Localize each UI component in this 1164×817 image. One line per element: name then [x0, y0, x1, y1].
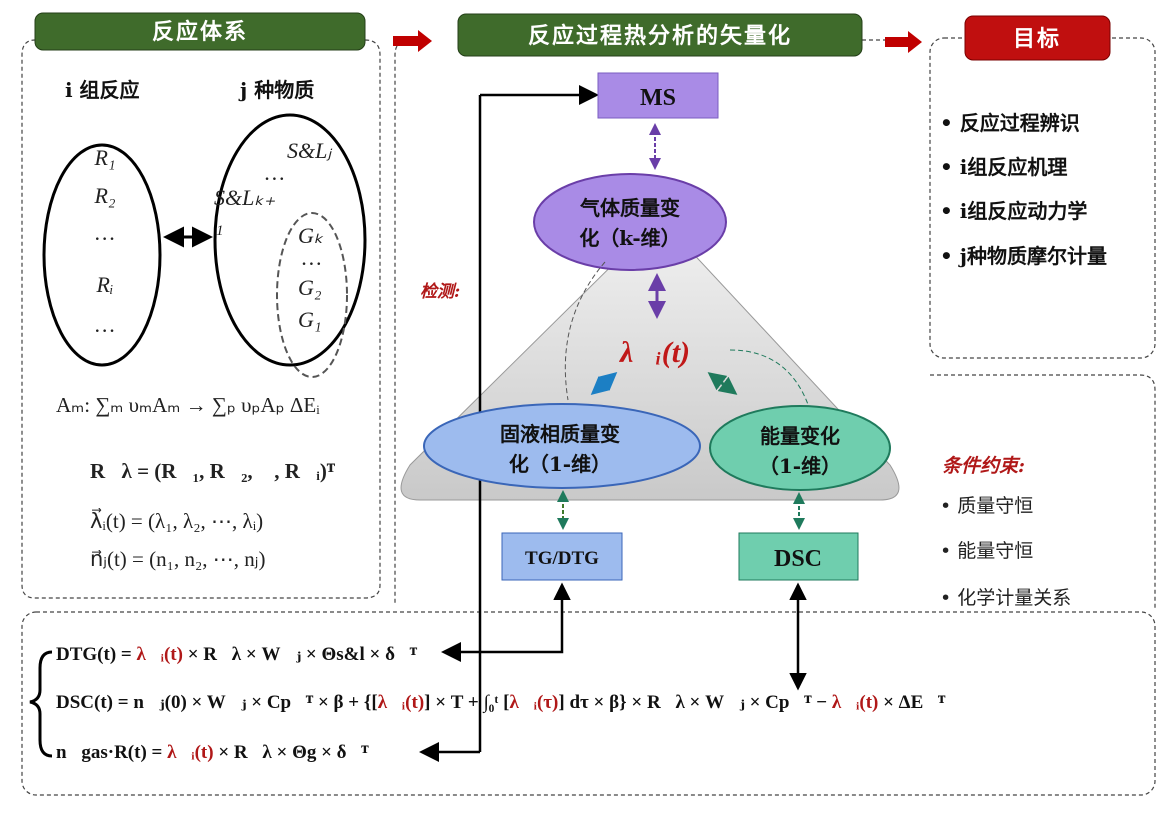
- left-panel-border: [21, 39, 381, 599]
- ms-box: [597, 72, 719, 119]
- energy-change-ellipse: [709, 405, 891, 491]
- goal-item: • 反应过程辨识: [940, 111, 1080, 135]
- red-arrow-icon: [393, 30, 432, 52]
- lambda-label: λ⃗ᵢ(t): [618, 336, 690, 369]
- species-item: G₂: [298, 275, 322, 300]
- dashed-curve: [729, 349, 811, 411]
- species-item: …: [265, 160, 285, 185]
- reaction-item: …: [95, 220, 115, 245]
- equation-term: × R⃗λ × W⃗ⱼ × Θs&l × δ⃗ᵀ: [183, 644, 418, 665]
- reactions-list: R₁ R₂ … Rᵢ …: [93, 145, 115, 337]
- goal-item: • i组反应机理: [940, 155, 1067, 179]
- header-goals-label: 目标: [1013, 26, 1061, 52]
- header-goals: [964, 15, 1111, 61]
- equation-term: × R⃗λ × Θg × δ⃗ᵀ: [214, 742, 370, 763]
- ms-label: MS: [640, 85, 676, 111]
- goals-list: • 反应过程辨识 • i组反应机理 • i组反应动力学 • j种物质摩尔计量: [940, 111, 1107, 268]
- goal-item: • j种物质摩尔计量: [940, 244, 1107, 268]
- header-reaction-system-label: 反应体系: [152, 19, 248, 45]
- equation-term: ] × T + ∫₀ᵗ [: [424, 692, 509, 714]
- gas-equation: n⃗gas·R(t) = λ⃗ᵢ(t) × R⃗λ × Θg × δ⃗ᵀ: [56, 742, 369, 763]
- species-vector-equation: n⃗ⱼ(t) = (n₁, n₂, ⋯, nⱼ): [90, 547, 265, 571]
- dashed-curve: [564, 261, 606, 401]
- constraints-panel-border: [930, 374, 1156, 610]
- reaction-equation: Aₘ: ∑ₘ υₘAₘ → ∑ₚ υₚAₚ ΔEᵢ: [56, 393, 320, 417]
- header-reaction-system: [34, 12, 366, 51]
- header-vectorization: [457, 13, 863, 57]
- equation-term: ] dτ × β} × R⃗λ × W⃗ⱼ × Cp⃗ᵀ −: [558, 692, 832, 713]
- species-ellipse: [213, 113, 367, 367]
- equations-panel-border: [21, 611, 1156, 796]
- goal-item: • i组反应动力学: [940, 199, 1087, 223]
- species-item: …: [302, 245, 322, 270]
- species-item: Gₖ: [298, 223, 324, 248]
- energy-change-line2: （1-维）: [759, 454, 841, 478]
- equation-term: DTG(t) =: [56, 644, 136, 665]
- species-item: G₁: [298, 307, 322, 332]
- energy-change-line1: 能量变化: [760, 424, 840, 448]
- reaction-item: R₁: [93, 145, 115, 170]
- equation-term: DSC(t) = n⃗ⱼ(0) × W⃗ⱼ × Cp⃗ᵀ × β + {[: [56, 692, 378, 713]
- solid-liquid-line2: 化（1-维）: [509, 452, 611, 476]
- tg-dtg-label: TG/DTG: [525, 548, 599, 569]
- reaction-item: …: [95, 312, 115, 337]
- lambda-term: λ⃗ᵢ(t): [136, 644, 182, 665]
- green-double-arrow-icon: [707, 372, 738, 395]
- column-label-i: i 组反应: [65, 78, 140, 102]
- species-item: S&Lⱼ: [287, 138, 332, 163]
- red-arrow-icon: [885, 31, 922, 53]
- solid-liquid-line1: 固液相质量变: [500, 422, 620, 446]
- header-vectorization-label: 反应过程热分析的矢量化: [528, 23, 792, 49]
- equation-term: × ΔE⃗ᵀ: [878, 692, 946, 713]
- solid-liquid-mass-change-ellipse: [423, 403, 701, 489]
- dsc-equation: DSC(t) = n⃗ⱼ(0) × W⃗ⱼ × Cp⃗ᵀ × β + {[λ⃗ᵢ…: [56, 692, 946, 714]
- dsc-box: [738, 532, 859, 581]
- equation-term: n⃗gas·R(t) =: [56, 742, 167, 763]
- species-item: 1: [216, 223, 224, 239]
- constraint-item: • 能量守恒: [940, 540, 1033, 562]
- species-list: S&Lⱼ … S&Lₖ₊ 1 Gₖ … G₂ G₁: [214, 138, 332, 332]
- reaction-vector-equation: R⃗λ = (R⃗₁, R⃗₂, ⋯, R⃗ᵢ)ᵀ: [90, 459, 336, 483]
- lambda-term: λ⃗ᵢ(τ): [509, 692, 558, 713]
- species-item: S&Lₖ₊: [214, 185, 276, 210]
- lambda-term: λ⃗ᵢ(t): [378, 692, 424, 713]
- dashed-panels: [21, 37, 1156, 796]
- tg-connector: [441, 582, 571, 662]
- lambda-vector-equation: λ⃗ᵢ(t) = (λ₁, λ₂, ⋯, λᵢ): [90, 508, 263, 533]
- dtg-equation: DTG(t) = λ⃗ᵢ(t) × R⃗λ × W⃗ⱼ × Θs&l × δ⃗ᵀ: [56, 644, 418, 665]
- detect-label: 检测:: [420, 282, 460, 302]
- tg-dtg-box: [501, 532, 623, 581]
- reaction-item: Rᵢ: [96, 272, 114, 297]
- constraint-item: • 化学计量关系: [940, 587, 1071, 609]
- gas-mass-change-line2: 化（k-维）: [579, 226, 680, 250]
- gas-mass-change-line1: 气体质量变: [579, 196, 680, 220]
- left-brace-icon: [29, 650, 53, 758]
- blue-double-arrow-icon: [590, 372, 618, 395]
- lambda-term: λ⃗ᵢ(t): [167, 742, 213, 763]
- constraint-item: • 质量守恒: [940, 495, 1033, 517]
- reactions-ellipse: [42, 143, 162, 367]
- goals-panel-border: [929, 37, 1156, 359]
- reaction-item: R₂: [93, 183, 115, 208]
- lambda-term: λ⃗ᵢ(t): [832, 692, 878, 713]
- constraints-title: 条件约束:: [942, 455, 1025, 477]
- constraints-list: • 质量守恒 • 能量守恒 • 化学计量关系: [940, 495, 1071, 609]
- gas-species-ellipse: [276, 212, 348, 378]
- gas-mass-change-ellipse: [533, 173, 727, 271]
- center-panel-border: [394, 39, 885, 605]
- dsc-label: DSC: [774, 546, 822, 572]
- column-label-j: j 种物质: [238, 78, 314, 102]
